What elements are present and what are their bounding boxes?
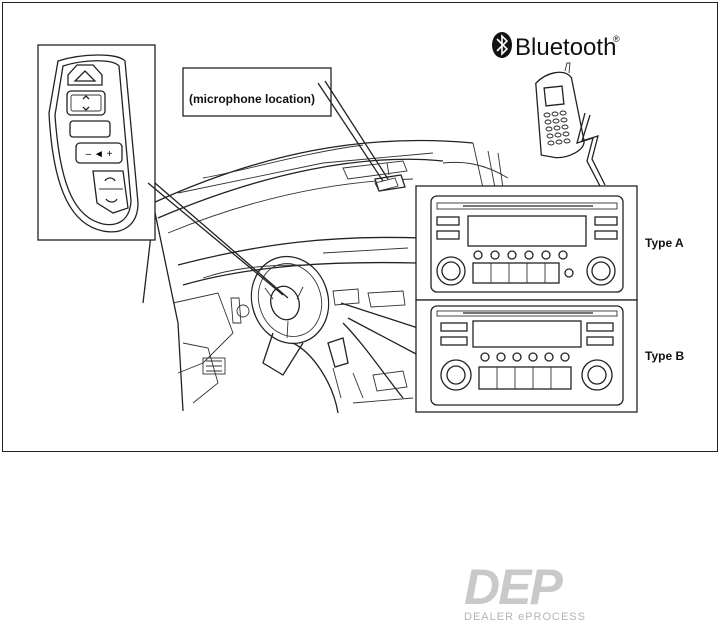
logo-tagline: DEALER ePROCESS xyxy=(464,611,586,623)
type-b-panel-box xyxy=(415,299,638,413)
volume-control-label: – ◄ + xyxy=(86,149,113,160)
steering-switch-callout: – ◄ + xyxy=(37,44,289,299)
steering-wheel-switch-icon: – ◄ + xyxy=(48,54,139,233)
car-interior-drawing xyxy=(142,139,509,414)
radio-type-a: Type A xyxy=(340,185,684,329)
dep-logo-icon: DEP DEALER ePROCESS xyxy=(464,559,586,623)
diagram-frame: .ln { fill: none; stroke: #222; stroke-w… xyxy=(2,2,718,452)
dealer-eprocess-logo: DEP DEALER ePROCESS xyxy=(460,556,630,626)
type-a-label: Type A xyxy=(645,236,684,250)
microphone-location-label: (microphone location) xyxy=(189,92,315,106)
microphone-label-box xyxy=(182,67,332,117)
microphone-callout: (microphone location) xyxy=(182,67,399,192)
bluetooth-icon xyxy=(492,32,512,58)
bluetooth-system-diagram: .ln { fill: none; stroke: #222; stroke-w… xyxy=(37,32,684,414)
bluetooth-wordmark: Bluetooth xyxy=(515,34,616,61)
car-audio-unit-icon xyxy=(430,305,624,406)
logo-letters: DEP xyxy=(464,559,563,615)
type-a-panel-box xyxy=(415,185,638,301)
car-audio-unit-icon xyxy=(430,195,624,293)
bluetooth-brand: Bluetooth ® xyxy=(492,32,620,61)
registered-mark: ® xyxy=(613,34,620,44)
radio-type-b: Type B xyxy=(347,299,684,413)
type-b-label: Type B xyxy=(645,349,684,363)
mobile-phone-icon xyxy=(535,62,585,159)
